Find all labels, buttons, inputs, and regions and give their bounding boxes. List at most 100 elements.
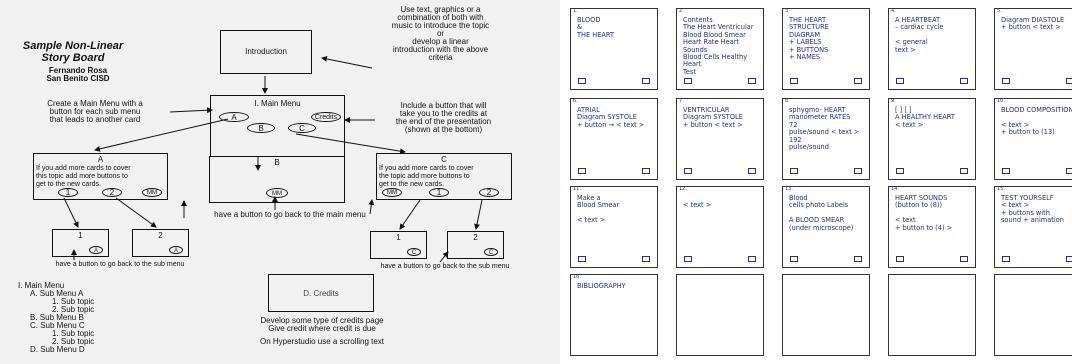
back-arrow-icon — [684, 78, 692, 84]
storyboard-card: 14.HEART SOUNDS (button to (8)) < text +… — [888, 186, 976, 268]
forward-arrow-icon — [642, 78, 650, 84]
back-main-note: have a button to go back to the main men… — [214, 210, 366, 219]
menu-button-credits: Credits — [311, 112, 341, 122]
topic-card-a1-back-button: A — [89, 246, 103, 254]
storyboard-card — [676, 274, 764, 356]
card-text: BIBLIOGRAPHY — [577, 282, 626, 290]
outline-item: I. Main Menu — [18, 281, 65, 290]
sub-a-button-1-label: 1 — [65, 188, 71, 197]
topic-card-c1-back-label: C — [411, 250, 417, 256]
back-sub-note-left: have a button to go back to the sub menu — [55, 261, 185, 268]
card-text: TEST YOURSELF < text > + buttons with so… — [1001, 194, 1064, 225]
sub-a-button-mm-label: MM — [147, 190, 157, 196]
topic-card-a1-label: 1 — [78, 231, 83, 240]
card-text: sphygmo- HEART manometer RATES 72 pulse/… — [789, 106, 860, 152]
sub-c-button-1: 1 — [429, 188, 449, 197]
menu-button-b-label: B — [258, 124, 264, 133]
intro-note: Use text, graphics or a combination of b… — [391, 5, 490, 62]
forward-arrow-icon — [854, 168, 862, 174]
forward-arrow-icon — [1066, 78, 1072, 84]
menu-button-a-label: A — [231, 113, 237, 122]
sub-menu-b-title: B — [274, 158, 280, 167]
storyboard-card — [994, 274, 1072, 356]
sub-c-button-mm: MM — [382, 188, 402, 197]
forward-arrow-icon — [854, 78, 862, 84]
credits-label: D. Credits — [303, 289, 339, 298]
storyboard-card: 11. Make a Blood Smear < text > — [570, 186, 658, 268]
credits-note: Include a button that will take you to t… — [395, 101, 492, 134]
card-number: 13. — [785, 186, 793, 192]
sub-menu-c-note: If you add more cards to cover the topic… — [379, 165, 474, 188]
forward-arrow-icon — [960, 78, 968, 84]
menu-button-c-label: C — [299, 124, 305, 133]
topic-card-c2-label: 2 — [473, 233, 478, 242]
back-arrow-icon — [684, 256, 692, 262]
card-number: 1. — [573, 8, 578, 14]
outline-item: 1. Sub topic — [52, 297, 95, 306]
topic-card-c2: 2 C — [447, 231, 504, 259]
topic-card-a1: 1 A — [52, 229, 109, 257]
card-text: BLOOD COMPOSITION < text > + button to (… — [1001, 106, 1072, 137]
menu-button-b: B — [247, 123, 275, 133]
storyboard-card: 5. Diagram DIASTOLE + button < text > — [994, 8, 1072, 90]
back-arrow-icon — [896, 168, 904, 174]
back-arrow-icon — [1002, 256, 1010, 262]
main-menu-title: I. Main Menu — [254, 99, 301, 108]
storyboard-author: Fernando Rosa San Benito CISD — [46, 66, 110, 83]
card-number: 16. — [573, 274, 581, 280]
menu-button-c: C — [288, 123, 316, 133]
sub-menu-a-card: A If you add more cards to cover this to… — [33, 153, 168, 200]
storyboard-card: 15. TEST YOURSELF < text > + buttons with… — [994, 186, 1072, 268]
card-number: 8. — [785, 98, 790, 104]
storyboard-card: 13. Blood cells photo Labels A BLOOD SMEA… — [782, 186, 870, 268]
card-text: Make a Blood Smear < text > — [577, 194, 620, 225]
back-arrow-icon — [790, 168, 798, 174]
storyboard-card: 10. BLOOD COMPOSITION < text > + button t… — [994, 98, 1072, 180]
intro-card: Introduction — [220, 30, 312, 74]
card-text: Diagram DIASTOLE + button < text > — [1001, 16, 1065, 32]
sub-menu-a-title: A — [97, 155, 104, 164]
forward-arrow-icon — [642, 256, 650, 262]
storyboard-card: 6. ATRIAL Diagram SYSTOLE + button → < t… — [570, 98, 658, 180]
forward-arrow-icon — [748, 256, 756, 262]
main-menu-card: I. Main Menu A Credits B C — [210, 95, 345, 157]
card-number: 4. — [891, 8, 896, 14]
forward-arrow-icon — [960, 256, 968, 262]
main-menu-note: Create a Main Menu with a button for eac… — [47, 99, 143, 124]
card-text: BLOOD & THE HEART — [577, 16, 615, 39]
forward-arrow-icon — [642, 168, 650, 174]
card-number: 15. — [997, 186, 1005, 192]
outline-item: 1. Sub topic — [52, 329, 95, 338]
topic-card-c2-back-label: C — [488, 250, 494, 256]
forward-arrow-icon — [748, 78, 756, 84]
sub-c-button-2: 2 — [479, 188, 499, 197]
topic-card-c2-back-button: C — [484, 248, 498, 256]
outline-item: D. Sub Menu D — [30, 345, 85, 354]
back-arrow-icon — [1002, 78, 1010, 84]
sub-menu-b-card: B MM — [209, 156, 345, 203]
forward-arrow-icon — [1066, 168, 1072, 174]
storyboard-title: Sample Non-Linear Story Board — [22, 40, 124, 64]
menu-button-credits-label: Credits — [314, 114, 338, 121]
card-number: 10. — [997, 98, 1005, 104]
card-text: Blood cells photo Labels A BLOOD SMEAR (… — [789, 194, 854, 232]
forward-arrow-icon — [854, 256, 862, 262]
sub-b-button-mm: MM — [266, 188, 288, 198]
card-text: [ ] [ ] A HEALTHY HEART < text > — [895, 106, 955, 129]
forward-arrow-icon — [960, 168, 968, 174]
sub-a-button-1: 1 — [58, 188, 78, 197]
card-number: 5. — [997, 8, 1002, 14]
outline-item: A. Sub Menu A — [30, 289, 84, 298]
sub-c-button-2-label: 2 — [486, 188, 492, 197]
card-number: 2. — [679, 8, 684, 14]
storyboard-card: 1. BLOOD & THE HEART — [570, 8, 658, 90]
card-number: 11. — [573, 186, 581, 192]
card-text: THE HEART STRUCTURE DIAGRAM + LABELS + B… — [789, 16, 829, 62]
topic-card-c1: 1 C — [370, 231, 427, 259]
outline-item: 2. Sub topic — [52, 337, 95, 346]
sample-storyboard: Sample Non-Linear Story Board Fernando R… — [0, 0, 560, 364]
card-number: 7. — [679, 98, 684, 104]
back-arrow-icon — [790, 256, 798, 262]
card-text: A HEARTBEAT – cardiac cycle < general te… — [895, 16, 944, 54]
